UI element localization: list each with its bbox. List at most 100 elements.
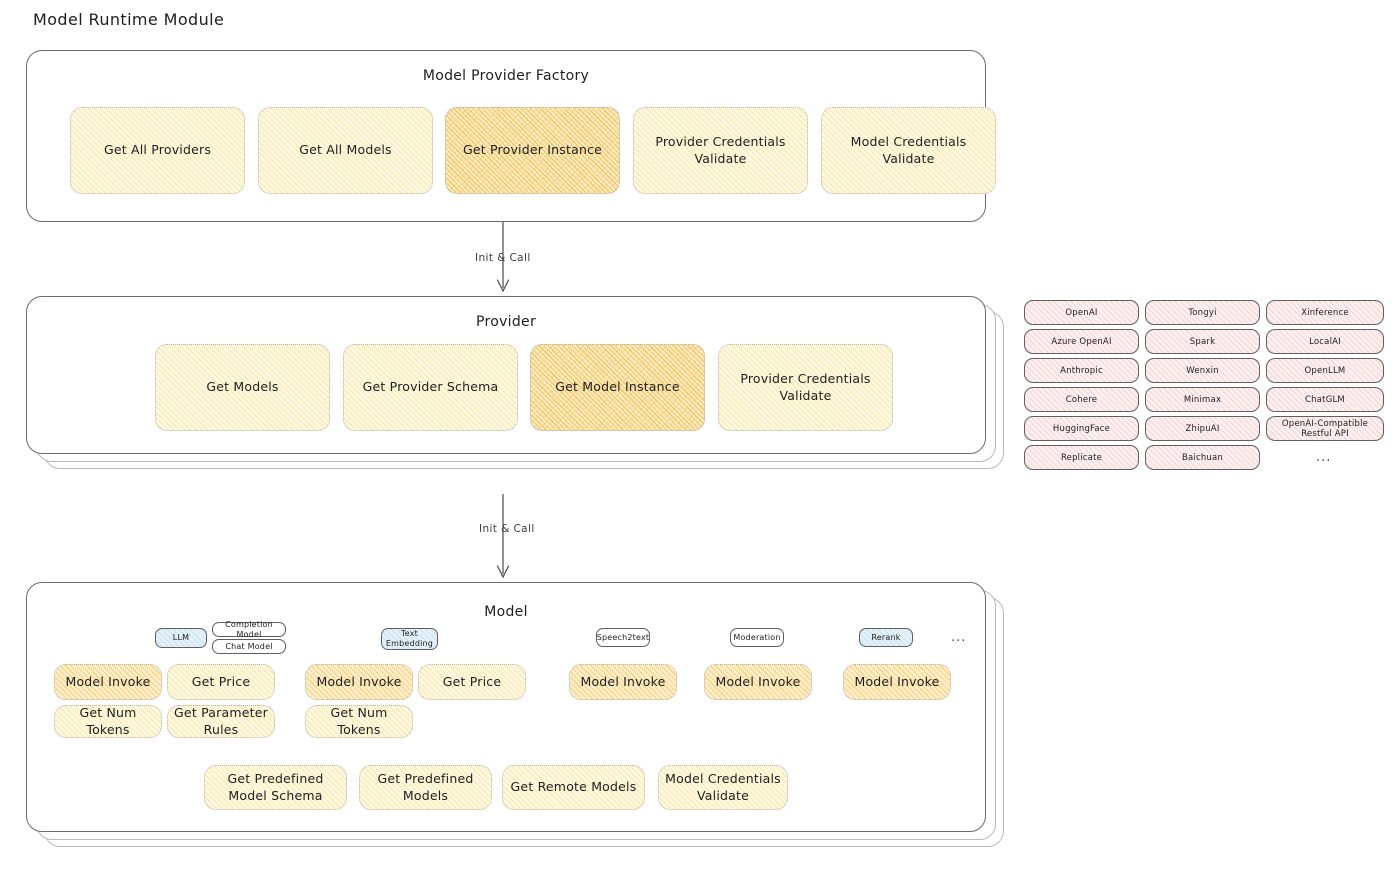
model-groups-more: ...	[951, 630, 967, 645]
provider-box-get-models[interactable]: Get Models	[155, 344, 330, 431]
model-provider-factory-card: Model Provider Factory Get All Providers…	[26, 50, 996, 222]
page-title: Model Runtime Module	[33, 10, 225, 29]
provider-pill-label: LocalAI	[1309, 336, 1341, 347]
provider-pill-openai[interactable]: OpenAI	[1024, 300, 1139, 325]
text-embedding-method-get-num-tokens[interactable]: Get Num Tokens	[305, 705, 413, 738]
factory-box-label: Model Credentials Validate	[850, 133, 967, 166]
provider-pill-chatglm[interactable]: ChatGLM	[1266, 387, 1384, 412]
provider-pill-label: OpenAI	[1065, 307, 1098, 318]
provider-pill-anthropic[interactable]: Anthropic	[1024, 358, 1139, 383]
model-sub-badge-completion-model[interactable]: Completion Model	[212, 620, 286, 639]
model-badge-label: Rerank	[871, 632, 901, 642]
provider-pill-cohere[interactable]: Cohere	[1024, 387, 1139, 412]
moderation-method-model-invoke[interactable]: Model Invoke	[704, 664, 812, 700]
model-badge-text-embedding[interactable]: Text Embedding	[381, 628, 438, 650]
llm-method-get-price[interactable]: Get Price	[167, 664, 275, 700]
provider-title: Provider	[475, 314, 537, 330]
provider-pill-label: Azure OpenAI	[1051, 336, 1112, 347]
method-label: Model Credentials Validate	[665, 770, 781, 803]
provider-pill-label: Xinference	[1301, 307, 1349, 318]
provider-pill-label: Replicate	[1060, 452, 1103, 463]
factory-box-model-credentials-validate[interactable]: Model Credentials Validate	[821, 107, 996, 194]
provider-list-more: ...	[1316, 450, 1332, 465]
model-badge-label: Moderation	[733, 632, 781, 642]
provider-pill-baichuan[interactable]: Baichuan	[1145, 445, 1260, 470]
provider-pill-label: OpenAI-Compatible Restful API	[1281, 418, 1369, 439]
model-badge-rerank[interactable]: Rerank	[859, 628, 913, 647]
arrow-icon	[496, 494, 510, 579]
rerank-method-model-invoke[interactable]: Model Invoke	[843, 664, 951, 700]
provider-pill-openai-compatible-restful-api[interactable]: OpenAI-Compatible Restful API	[1266, 416, 1384, 441]
model-common-get-remote-models[interactable]: Get Remote Models	[502, 765, 645, 810]
provider-box-label: Get Model Instance	[555, 379, 680, 395]
arrow-icon	[496, 222, 510, 293]
provider-pill-localai[interactable]: LocalAI	[1266, 329, 1384, 354]
factory-title: Model Provider Factory	[422, 68, 590, 84]
provider-pill-label: Tongyi	[1188, 307, 1217, 318]
factory-box-label: Get Provider Instance	[462, 142, 603, 158]
model-badge-label: Text Embedding	[385, 629, 434, 648]
model-common-model-credentials-validate[interactable]: Model Credentials Validate	[658, 765, 788, 810]
provider-pill-huggingface[interactable]: HuggingFace	[1024, 416, 1139, 441]
provider-pill-label: Wenxin	[1186, 365, 1219, 376]
method-label: Get Price	[442, 673, 502, 689]
method-label: Get Parameter Rules	[174, 704, 268, 737]
factory-box-get-provider-instance[interactable]: Get Provider Instance	[445, 107, 620, 194]
speech2text-method-model-invoke[interactable]: Model Invoke	[569, 664, 677, 700]
method-label: Model Invoke	[65, 673, 151, 689]
model-badge-llm[interactable]: LLM	[155, 628, 207, 648]
provider-card: Provider Get Models Get Provider Schema …	[26, 296, 1006, 476]
arrow-factory-to-provider	[488, 222, 518, 296]
text-embedding-method-model-invoke[interactable]: Model Invoke	[305, 664, 413, 700]
provider-box-get-model-instance[interactable]: Get Model Instance	[530, 344, 705, 431]
factory-box-label: Provider Credentials Validate	[655, 133, 786, 166]
provider-pill-label: Baichuan	[1181, 452, 1224, 463]
model-badge-label: LLM	[172, 633, 190, 643]
provider-pill-zhipuai[interactable]: ZhipuAI	[1145, 416, 1260, 441]
method-label: Get Predefined Models	[377, 770, 474, 803]
provider-pill-label: Spark	[1189, 336, 1216, 347]
provider-pill-wenxin[interactable]: Wenxin	[1145, 358, 1260, 383]
model-sub-badge-label: Chat Model	[225, 641, 273, 651]
provider-pill-label: HuggingFace	[1052, 423, 1111, 434]
text-embedding-method-get-price[interactable]: Get Price	[418, 664, 526, 700]
method-label: Get Predefined Model Schema	[227, 770, 324, 803]
arrow-label-init-and-call-2: Init & Call	[479, 523, 535, 535]
method-label: Get Price	[191, 673, 251, 689]
method-label: Model Invoke	[854, 673, 940, 689]
provider-pill-openllm[interactable]: OpenLLM	[1266, 358, 1384, 383]
factory-box-provider-credentials-validate[interactable]: Provider Credentials Validate	[633, 107, 808, 194]
llm-method-model-invoke[interactable]: Model Invoke	[54, 664, 162, 700]
arrow-provider-to-model	[488, 494, 518, 582]
provider-pill-label: Minimax	[1183, 394, 1222, 405]
method-label: Get Num Tokens	[79, 704, 137, 737]
provider-pill-tongyi[interactable]: Tongyi	[1145, 300, 1260, 325]
method-label: Model Invoke	[715, 673, 801, 689]
provider-box-provider-credentials-validate[interactable]: Provider Credentials Validate	[718, 344, 893, 431]
method-label: Model Invoke	[316, 673, 402, 689]
method-label: Get Num Tokens	[330, 704, 388, 737]
provider-box-label: Get Provider Schema	[362, 379, 499, 395]
model-badge-speech2text[interactable]: Speech2text	[596, 628, 650, 647]
llm-method-get-num-tokens[interactable]: Get Num Tokens	[54, 705, 162, 738]
factory-box-get-all-providers[interactable]: Get All Providers	[70, 107, 245, 194]
provider-pill-xinference[interactable]: Xinference	[1266, 300, 1384, 325]
provider-pill-label: Cohere	[1065, 394, 1098, 405]
provider-pill-label: OpenLLM	[1304, 365, 1346, 376]
factory-box-label: Get All Models	[299, 142, 392, 158]
arrow-label-init-and-call-1: Init & Call	[475, 252, 531, 264]
model-sub-badge-chat-model[interactable]: Chat Model	[212, 639, 286, 654]
provider-box-label: Get Models	[206, 379, 279, 395]
provider-box-get-provider-schema[interactable]: Get Provider Schema	[343, 344, 518, 431]
method-label: Model Invoke	[580, 673, 666, 689]
factory-box-get-all-models[interactable]: Get All Models	[258, 107, 433, 194]
model-common-get-predefined-model-schema[interactable]: Get Predefined Model Schema	[204, 765, 347, 810]
provider-pill-minimax[interactable]: Minimax	[1145, 387, 1260, 412]
llm-method-get-parameter-rules[interactable]: Get Parameter Rules	[167, 705, 275, 738]
model-common-get-predefined-models[interactable]: Get Predefined Models	[359, 765, 492, 810]
model-card: Model LLM Completion Model Chat Model Mo…	[26, 582, 1016, 852]
provider-pill-azure-openai[interactable]: Azure OpenAI	[1024, 329, 1139, 354]
provider-pill-spark[interactable]: Spark	[1145, 329, 1260, 354]
model-badge-moderation[interactable]: Moderation	[730, 628, 784, 647]
provider-pill-replicate[interactable]: Replicate	[1024, 445, 1139, 470]
